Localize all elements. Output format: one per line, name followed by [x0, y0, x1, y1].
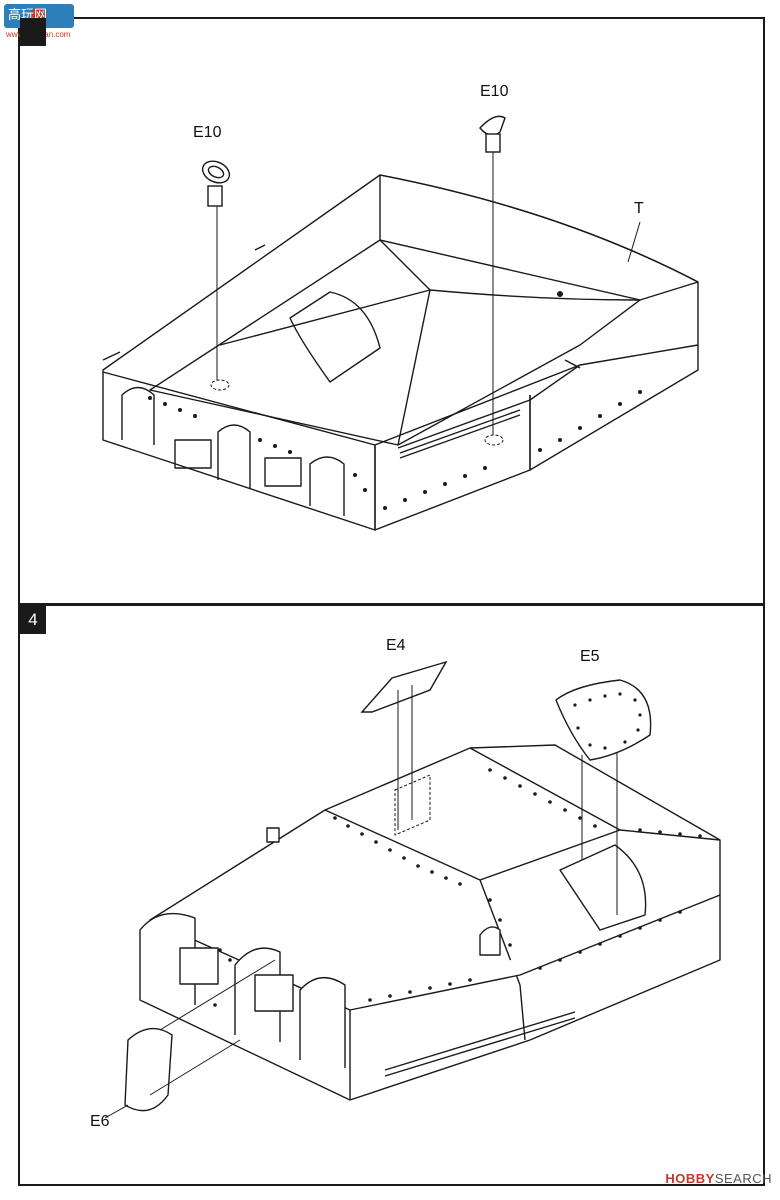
callout-e4: E4: [386, 637, 406, 654]
callout-e6: E6: [90, 1113, 110, 1130]
callout-e10-right: E10: [480, 83, 509, 100]
source-watermark: HOBBYSEARCH: [665, 1171, 772, 1186]
step-4-badge: 4: [20, 606, 46, 634]
source-prefix: HOBBY: [665, 1171, 715, 1186]
source-suffix: SEARCH: [714, 1171, 772, 1186]
callout-e10-left: E10: [193, 124, 222, 141]
callout-turret-t: T: [634, 200, 644, 217]
callout-e5: E5: [580, 648, 600, 665]
step-3-badge: [20, 18, 46, 46]
